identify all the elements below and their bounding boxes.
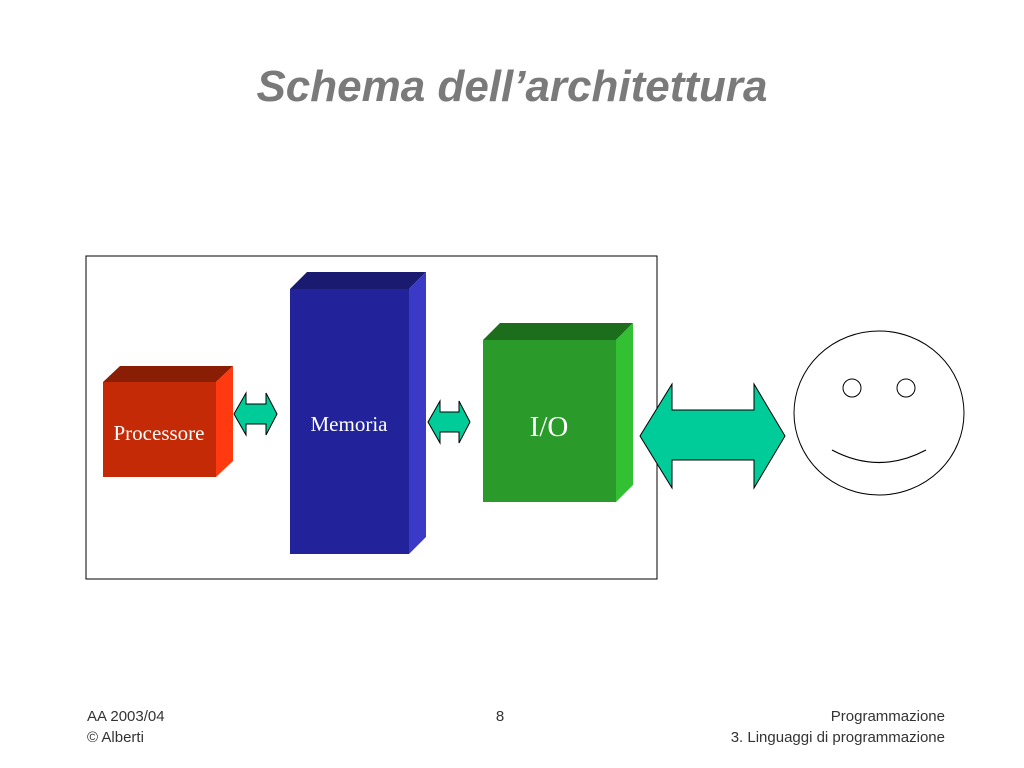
memory-label: Memoria [311,412,389,436]
footer-chapter: 3. Linguaggi di programmazione [730,729,945,746]
footer-right: Programmazione 3. Linguaggi di programma… [731,706,945,748]
page-number: 8 [480,706,520,727]
processor-label: Processore [114,421,205,445]
memory-block: Memoria [290,272,426,554]
footer-left: AA 2003/04 © Alberti [87,706,165,748]
footer-course-year: AA 2003/04 [87,708,165,725]
footer-course-name: Programmazione [830,708,945,725]
io-block: I/O [483,323,633,502]
footer-author: © Alberti [87,729,144,746]
io-user-arrow [639,382,786,490]
smiley-face-icon [793,330,965,496]
memory-io-arrow [427,399,471,445]
processor-block: Processore [103,366,233,477]
page-number-text: 8 [495,708,505,725]
io-label: I/O [530,411,569,443]
page-title: Schema dell’architettura [256,62,768,111]
processor-memory-arrow [233,391,278,437]
